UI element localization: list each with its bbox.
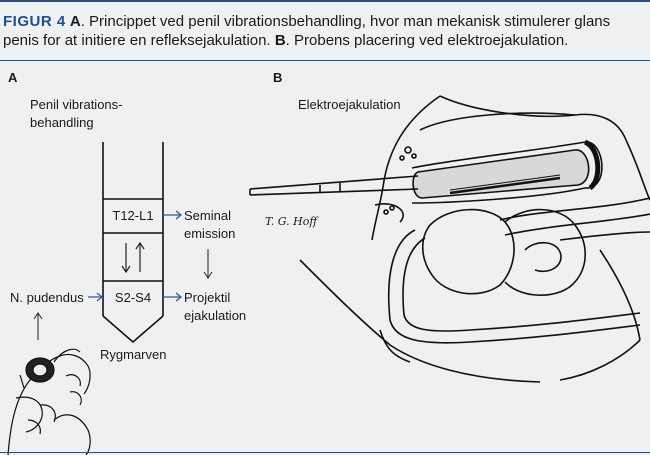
panel-a-title-line1: Penil vibrations- [30, 97, 123, 112]
vibrator-hand-illustration [7, 348, 91, 455]
caption-b-text: . Probens placering ved elektroejakulati… [285, 32, 569, 49]
caption-b-letter: B [274, 32, 286, 49]
segment-t12-l1: T12-L1 [112, 208, 154, 223]
figure-caption: FIGUR 4 A. Princippet ved penil vibratio… [3, 12, 643, 50]
panel-b-title: Elektroejakulation [298, 97, 401, 112]
panel-b-letter: B [273, 70, 283, 85]
bottom-rule [0, 452, 650, 453]
artist-signature: T. G. Hoff [265, 215, 318, 228]
segment-s2-s4: S2-S4 [114, 290, 152, 305]
gray-arrows [33, 249, 213, 340]
electroejaculation-anatomy [249, 95, 650, 383]
caption-a-text: . Princippet ved penil vibrationsbehandl… [3, 13, 611, 49]
spinal-cord-schematic [102, 142, 164, 344]
top-rule [0, 0, 650, 2]
caption-a-letter: A [69, 13, 81, 30]
blue-arrows [88, 210, 182, 302]
seminal-label-line2: emission [184, 226, 236, 241]
panel-a-title-line2: behandling [30, 115, 94, 130]
updown-arrows-icon [121, 241, 145, 274]
figure-label: FIGUR 4 [3, 13, 66, 30]
seminal-label-line1: Seminal [184, 208, 231, 223]
caption-divider [0, 60, 650, 61]
panel-a-letter: A [8, 70, 18, 85]
projektil-label-line1: Projektil [184, 290, 231, 305]
projektil-label-line2: ejakulation [184, 308, 247, 323]
nerve-label: N. pudendus [10, 290, 84, 305]
spinal-cord-label: Rygmarven [100, 347, 167, 362]
